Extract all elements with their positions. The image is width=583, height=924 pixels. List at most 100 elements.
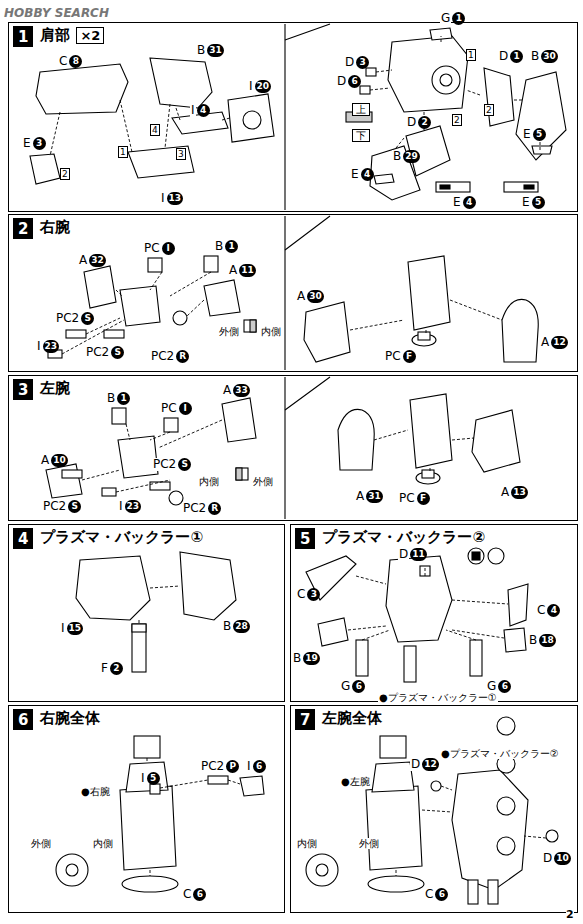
- step-number: 1: [18, 28, 28, 46]
- panel-heading: 右腕全体: [38, 709, 102, 727]
- runner-letter: D: [410, 758, 421, 771]
- label-holder: 2: [566, 903, 574, 922]
- part-number: F: [417, 492, 430, 505]
- label-holder: 2: [484, 98, 494, 117]
- part-number: 13: [167, 192, 184, 205]
- left-arm-parts-stroke: [236, 468, 242, 480]
- part-callout: PC2S: [55, 312, 94, 325]
- right-arm-parts-stroke: [304, 302, 350, 362]
- label-holder: HOBBY SEARCH: [4, 2, 109, 21]
- part-note: 内側: [296, 838, 318, 849]
- label-holder: 下: [352, 124, 370, 143]
- right-arm-full-parts-stroke: [240, 776, 264, 796]
- part-number: 32: [89, 254, 106, 267]
- right-arm-parts-stroke: [350, 300, 502, 334]
- shoulder-parts-stroke: [370, 146, 420, 200]
- part-number: P: [226, 760, 239, 773]
- runner-letter: D: [542, 852, 553, 865]
- step-title: 右腕: [38, 218, 72, 236]
- part-callout: I6: [246, 760, 266, 773]
- left-arm-full-parts-stroke: [497, 837, 515, 855]
- part-note: 外側: [358, 838, 380, 849]
- step-order-number: 2: [60, 168, 70, 180]
- shoulder-parts-stroke: [370, 36, 540, 150]
- part-callout: I23: [118, 500, 141, 513]
- direction-mark: 上: [352, 103, 370, 116]
- runner-letter: I: [36, 340, 42, 353]
- part-callout: B30: [530, 50, 558, 63]
- part-number: 6: [352, 680, 365, 693]
- left-arm-parts-stroke: [422, 470, 434, 478]
- plasma-buckler-2-parts-stroke: [488, 548, 504, 564]
- plasma-buckler-1-parts-stroke: [180, 552, 236, 620]
- plasma-buckler-2-parts: [306, 548, 528, 682]
- runner-letter: PC: [160, 402, 178, 415]
- shoulder-parts-stroke: [374, 174, 394, 184]
- runner-letter: B: [292, 652, 302, 665]
- part-callout: E5: [522, 128, 546, 141]
- part-callout: I4: [190, 104, 210, 117]
- right-arm-parts-stroke: [250, 320, 256, 332]
- right-arm-parts-stroke: [204, 256, 218, 272]
- part-number: 29: [403, 150, 420, 163]
- right-arm-full-parts-stroke: [147, 758, 240, 876]
- panel-heading: プラズマ・バックラー①: [38, 528, 205, 546]
- part-note: ●右腕: [80, 786, 111, 797]
- runner-letter: A: [228, 264, 238, 277]
- runner-letter: A: [540, 336, 550, 349]
- step-number-box: 5: [295, 528, 315, 549]
- part-callout: PCF: [384, 350, 416, 363]
- label-holder: ●左腕: [340, 770, 371, 789]
- dividers-stroke: [284, 24, 285, 519]
- quantity-box: ×2: [76, 27, 104, 44]
- runner-letter: G: [440, 12, 451, 25]
- panel-heading: 左腕全体: [320, 709, 384, 727]
- step-panel: 肩部×21: [8, 22, 578, 212]
- part-number: 30: [307, 290, 324, 303]
- right-arm-parts-stroke: [408, 256, 450, 330]
- panel-heading: 右腕: [38, 218, 72, 236]
- step-order-number: 4: [150, 124, 160, 136]
- runner-letter: PC: [143, 242, 161, 255]
- runner-letter: E: [522, 128, 532, 141]
- right-arm-parts-stroke: [173, 311, 187, 325]
- right-arm-parts-stroke: [120, 286, 160, 326]
- part-number: 1: [510, 50, 523, 63]
- part-callout: A33: [222, 384, 250, 397]
- runner-letter: A: [296, 290, 306, 303]
- runner-letter: PC: [398, 492, 416, 505]
- part-number: 12: [551, 336, 568, 349]
- part-callout: C4: [536, 604, 560, 617]
- part-callout: C8: [58, 55, 82, 68]
- shoulder-parts-stroke: [516, 72, 566, 160]
- part-number: 4: [463, 196, 476, 209]
- part-note: ●プラズマ・バックラー②: [440, 748, 560, 759]
- step-number: 7: [300, 711, 310, 729]
- part-callout: B31: [196, 44, 224, 57]
- label-holder: 4: [150, 118, 160, 137]
- part-callout: A31: [355, 490, 383, 503]
- part-number: 23: [125, 500, 142, 513]
- step-order-number: 3: [176, 148, 186, 160]
- dividers: [285, 24, 330, 519]
- part-number: 28: [233, 620, 250, 633]
- part-callout: A12: [540, 336, 568, 349]
- watermark: HOBBY SEARCH: [4, 6, 109, 20]
- part-callout: E3: [22, 137, 46, 150]
- part-callout: E5: [521, 196, 545, 209]
- left-arm-full-parts-stroke: [380, 736, 406, 758]
- label-holder: 内側: [296, 832, 318, 851]
- runner-letter: PC2: [55, 312, 80, 325]
- part-number: 12: [422, 758, 439, 771]
- right-arm-full-parts-stroke: [208, 776, 228, 784]
- part-callout: PC2P: [200, 760, 239, 773]
- step-number: 5: [300, 530, 310, 548]
- label-holder: ●右腕: [80, 780, 111, 799]
- runner-letter: B: [530, 50, 540, 63]
- plasma-buckler-2-parts-stroke: [468, 548, 484, 564]
- part-callout: PC2S: [42, 500, 81, 513]
- left-arm-full-parts-stroke: [396, 786, 546, 876]
- part-number: R: [176, 350, 189, 363]
- part-callout: B1: [214, 240, 238, 253]
- runner-letter: A: [222, 384, 232, 397]
